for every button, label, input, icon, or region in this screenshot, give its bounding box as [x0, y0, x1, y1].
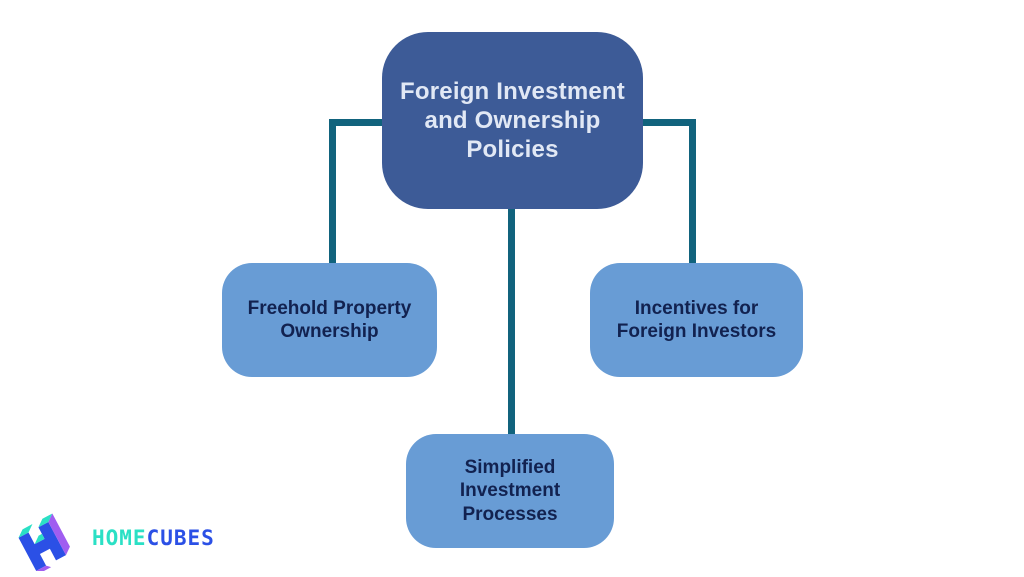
logo-text-cubes: CUBES — [146, 525, 215, 550]
homecubes-logo: HOMECUBES — [16, 505, 215, 571]
connector-right-vertical — [689, 119, 696, 264]
node-incentives-label: Incentives for Foreign Investors — [616, 297, 777, 342]
node-freehold-ownership: Freehold Property Ownership — [222, 263, 437, 377]
node-simplified-processes: Simplified Investment Processes — [406, 434, 614, 548]
node-freehold-label: Freehold Property Ownership — [247, 297, 412, 342]
homecubes-wordmark: HOMECUBES — [92, 525, 215, 550]
homecubes-cube-icon — [18, 513, 70, 571]
connector-left-vertical — [329, 119, 336, 264]
node-simplified-label: Simplified Investment Processes — [459, 457, 561, 525]
node-incentives: Incentives for Foreign Investors — [590, 263, 803, 377]
logo-text-home: HOME — [92, 525, 147, 550]
connector-right-horizontal — [638, 119, 696, 126]
connector-middle-vertical — [508, 205, 515, 436]
node-root-policies: Foreign Investment and Ownership Policie… — [382, 32, 643, 209]
node-root-label: Foreign Investment and Ownership Policie… — [400, 77, 625, 164]
connector-left-horizontal — [329, 119, 387, 126]
